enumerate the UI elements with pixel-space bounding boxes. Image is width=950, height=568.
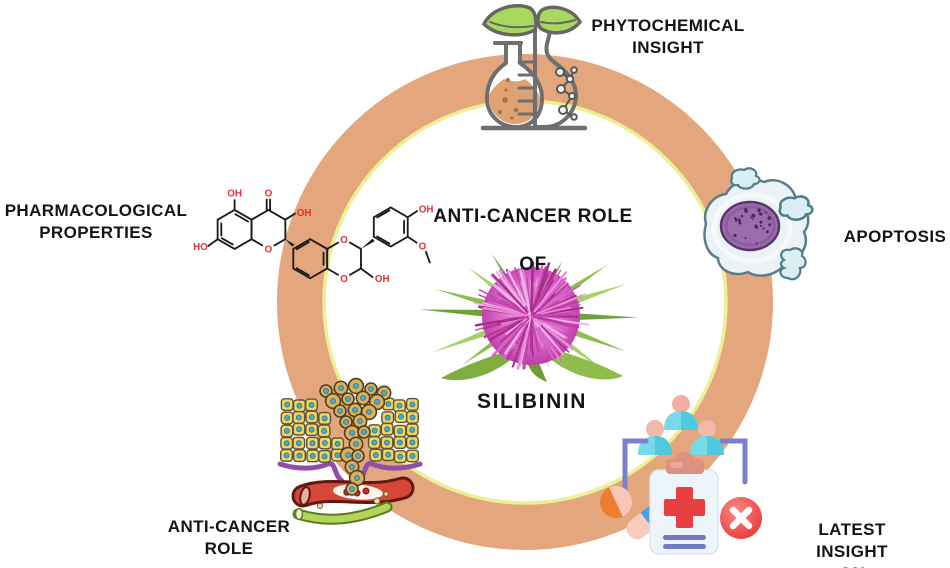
apoptosis-cell-icon [703, 167, 814, 281]
label-clinical-trials: LATEST INSIGHT ON CLINICAL TRAILS [816, 520, 888, 568]
tissue-cells [280, 377, 420, 496]
label-pharmacological-properties: PHARMACOLOGICAL PROPERTIES [4, 201, 188, 242]
atom-label: HO [193, 242, 208, 253]
center-title-line2: OF [519, 254, 547, 275]
thistle-strands [473, 261, 590, 370]
label-phytochemical-insight: PHYTOCHEMICAL INSIGHT [591, 16, 745, 57]
atom-label: O [265, 189, 273, 200]
x-mark-icon [720, 497, 762, 539]
label-apoptosis: APOPTOSIS [843, 227, 947, 246]
leaf-icon [481, 3, 583, 37]
bracket-left [622, 438, 649, 492]
atom-label: OH [375, 274, 390, 285]
atom-label: O [340, 235, 348, 246]
chemical-structure-icon: OH O O O O O HO OH OH OH [193, 189, 433, 285]
atom-label: O [340, 274, 348, 285]
nucleus-speckles [733, 208, 772, 245]
atom-label: OH [297, 208, 312, 219]
center-title-line1: ANTI-CANCER ROLE [433, 206, 633, 227]
atom-label: O [419, 242, 427, 253]
center-title: ANTI-CANCER ROLE OF [433, 181, 633, 277]
atom-label: OH [419, 204, 434, 215]
bracket-right [719, 438, 748, 485]
tumor-invasion-icon [277, 377, 423, 525]
atom-label: O [265, 245, 273, 256]
medical-cross-icon [664, 487, 705, 528]
label-anti-cancer-role: ANTI-CANCER ROLE [167, 517, 291, 558]
clipboard [649, 452, 719, 555]
compound-name: SILIBININ [476, 390, 588, 413]
milk-thistle-flower [419, 253, 639, 382]
clinical-trial-clipboard-icon [600, 395, 762, 555]
atom-label: OH [227, 189, 242, 200]
flask-plant-icon [480, 3, 588, 131]
